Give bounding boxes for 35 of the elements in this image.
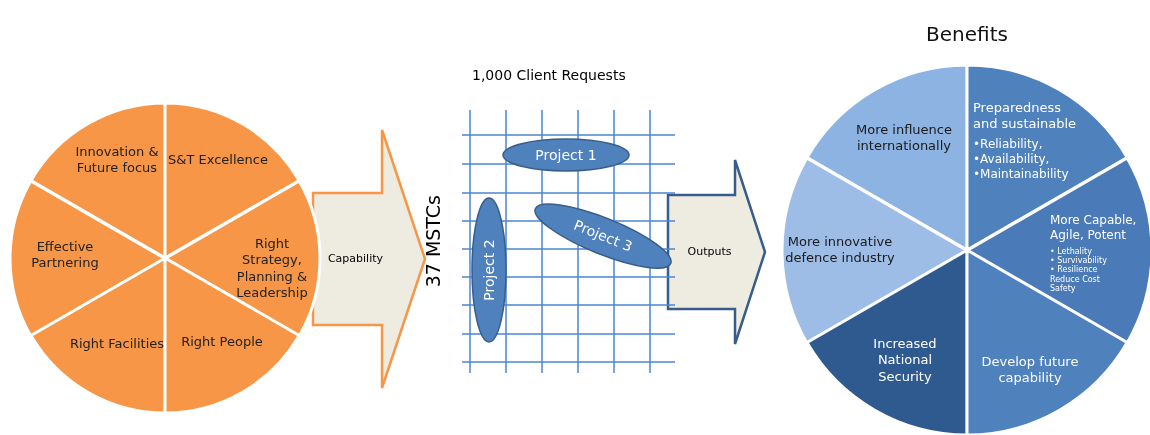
bullet-item: •Availability, [973, 151, 1050, 167]
slice-label: Right People [181, 333, 263, 351]
slice-label: Develop future capability [980, 353, 1080, 387]
project-ellipse [534, 203, 671, 268]
slice-label: More Capable, Agile, Potent [1050, 213, 1138, 243]
slice-label: S&T Excellence [168, 151, 268, 169]
slice-label: Effective Partnering [30, 238, 100, 272]
slice-label: Preparedness and sustainable [973, 100, 1078, 133]
block-arrow [311, 128, 427, 390]
bullet-item: Safety [1050, 283, 1076, 293]
edge-label: Outputs [687, 245, 732, 259]
bullet-item: •Maintainability [973, 166, 1069, 182]
pie-slice [10, 180, 165, 336]
slice-label: Right Facilities [69, 335, 165, 353]
slice-label: Right Strategy, Planning & Leadership [235, 235, 309, 301]
project-ellipse [472, 198, 506, 342]
bullet-item: • Resilience [1050, 265, 1098, 275]
pie-slice [30, 258, 165, 413]
edge-label: Capability [327, 252, 384, 266]
slice-label: Innovation & Future focus [74, 143, 160, 177]
bullet-item: • Survivability [1050, 256, 1107, 266]
block-arrow [666, 158, 767, 346]
pie-chart [10, 103, 320, 413]
grid-title: 1,000 Client Requests [472, 67, 626, 83]
slice-label: More influence internationally [854, 121, 953, 155]
axis-label: 37 MSTCs [422, 195, 444, 288]
bullet-item: Reduce Cost [1050, 274, 1100, 284]
bullet-item: •Reliability, [973, 136, 1043, 152]
bullet-item: • Lethality [1050, 247, 1092, 257]
project-ellipse [503, 139, 629, 171]
project-label: Project 2 [480, 239, 498, 301]
slice-label: Increased National Security [872, 335, 938, 385]
project-label: Project 1 [535, 146, 597, 164]
pie-title: Benefits [926, 22, 1008, 46]
slice-label: More innovative defence industry [784, 233, 896, 267]
